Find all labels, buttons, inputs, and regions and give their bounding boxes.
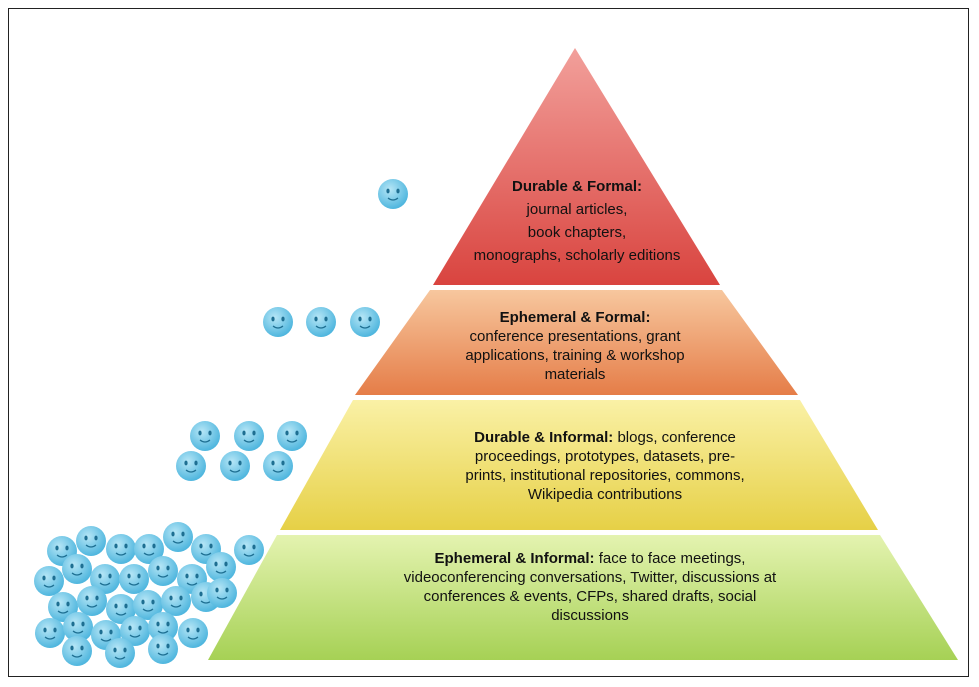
smiley-face-icon — [263, 451, 293, 481]
smiley-face-icon — [62, 636, 92, 666]
smiley-face-icon — [62, 554, 92, 584]
tier-2-title: Ephemeral & Formal: — [499, 309, 651, 326]
smiley-face-icon — [134, 534, 164, 564]
smiley-face-icon — [207, 578, 237, 608]
smiley-face-icon — [350, 307, 380, 337]
tier-3-line-2: prints, institutional repositories, comm… — [465, 467, 745, 484]
tier-4-line-3: discussions — [551, 607, 629, 624]
smiley-face-icon — [176, 451, 206, 481]
tier-3-durable-informal — [280, 400, 878, 530]
tier-4-line-2: conferences & events, CFPs, shared draft… — [423, 588, 757, 605]
smiley-face-icon — [178, 618, 208, 648]
tier-1-durable-formal — [433, 48, 720, 285]
tier-2-line-1: conference presentations, grant — [469, 328, 681, 345]
smiley-face-icon — [378, 179, 408, 209]
tier-3-title: Durable & Informal: — [474, 429, 614, 446]
smiley-face-icon — [148, 634, 178, 664]
tier-1-line-2: book chapters, — [527, 224, 627, 241]
tier-4-title: Ephemeral & Informal: — [434, 550, 595, 567]
smiley-bubbles — [34, 179, 408, 668]
tier-3-line-3: Wikipedia contributions — [527, 486, 683, 503]
smiley-face-icon — [106, 594, 136, 624]
tier-2-line-2: applications, training & workshop — [465, 347, 685, 364]
tier-3-text: Durable & Informal: blogs, conference pr… — [440, 428, 770, 504]
smiley-face-icon — [34, 566, 64, 596]
smiley-face-icon — [63, 612, 93, 642]
smiley-face-icon — [119, 564, 149, 594]
tier-2-line-3: materials — [544, 366, 606, 383]
smiley-face-icon — [190, 421, 220, 451]
smiley-face-icon — [306, 307, 336, 337]
smiley-face-icon — [148, 556, 178, 586]
tier-3-title-suffix: blogs, conference — [613, 429, 736, 446]
smiley-face-icon — [76, 526, 106, 556]
smiley-face-icon — [120, 616, 150, 646]
smiley-face-icon — [148, 612, 178, 642]
smiley-face-icon — [35, 618, 65, 648]
smiley-face-icon — [220, 451, 250, 481]
tier-2-text: Ephemeral & Formal: conference presentat… — [415, 308, 735, 384]
smiley-face-icon — [234, 421, 264, 451]
tier-1-line-1: journal articles, — [526, 201, 628, 218]
smiley-face-icon — [105, 638, 135, 668]
tier-2-ephemeral-formal — [355, 290, 798, 395]
tier-4-ephemeral-informal — [208, 535, 958, 660]
smiley-face-icon — [106, 534, 136, 564]
tier-3-line-1: proceedings, prototypes, datasets, pre- — [474, 448, 736, 465]
smiley-face-icon — [77, 586, 107, 616]
smiley-face-icon — [163, 522, 193, 552]
tier-4-title-suffix: face to face meetings, — [594, 550, 746, 567]
smiley-face-icon — [206, 552, 236, 582]
smiley-face-icon — [234, 535, 264, 565]
smiley-face-icon — [90, 564, 120, 594]
smiley-face-icon — [133, 590, 163, 620]
tier-4-text: Ephemeral & Informal: face to face meeti… — [350, 549, 830, 625]
tier-4-line-1: videoconferencing conversations, Twitter… — [403, 569, 777, 586]
smiley-face-icon — [263, 307, 293, 337]
smiley-face-icon — [161, 586, 191, 616]
tier-1-text: Durable & Formal: journal articles, book… — [432, 175, 722, 267]
tier-1-line-3: monographs, scholarly editions — [473, 247, 681, 264]
smiley-face-icon — [277, 421, 307, 451]
tier-1-title: Durable & Formal: — [511, 178, 643, 195]
